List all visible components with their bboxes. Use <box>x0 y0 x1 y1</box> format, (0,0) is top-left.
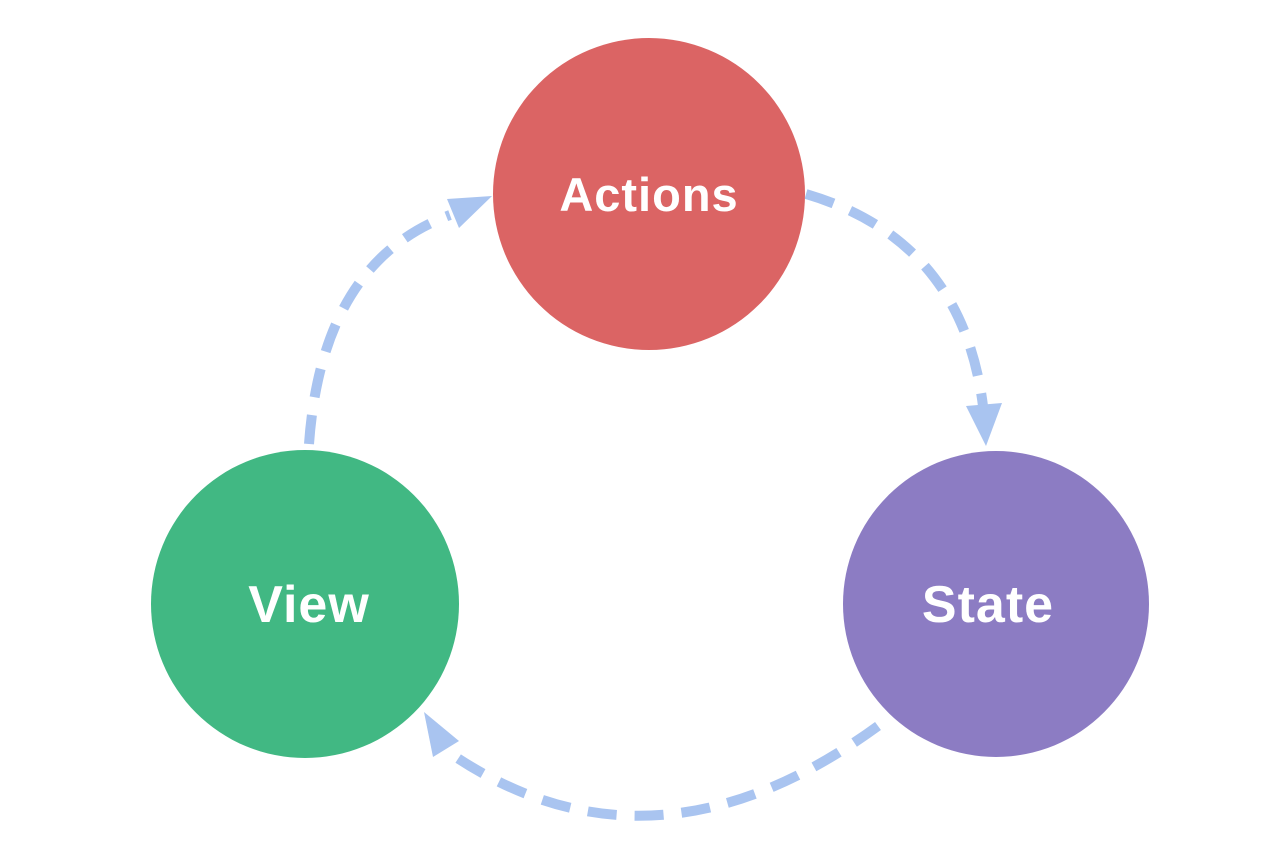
edge-state-to-view <box>424 712 881 821</box>
view-circle <box>151 450 459 758</box>
view-label: View <box>248 576 370 634</box>
edge-actions-to-state <box>804 189 1002 446</box>
edge-view-to-actions-path <box>304 210 452 445</box>
arrowhead-to-state-icon <box>966 403 1002 446</box>
state-label: State <box>922 576 1054 634</box>
edge-state-to-view-path <box>444 721 881 821</box>
node-state: State <box>843 451 1149 757</box>
state-circle <box>843 451 1149 757</box>
edge-actions-to-state-path <box>804 189 988 407</box>
node-view: View <box>151 450 459 758</box>
edge-view-to-actions <box>304 196 492 445</box>
actions-label: Actions <box>559 168 738 221</box>
arrowhead-to-actions-icon <box>447 196 492 228</box>
arrowhead-to-view-icon <box>424 712 459 757</box>
actions-circle <box>493 38 805 350</box>
node-actions: Actions <box>493 38 805 350</box>
